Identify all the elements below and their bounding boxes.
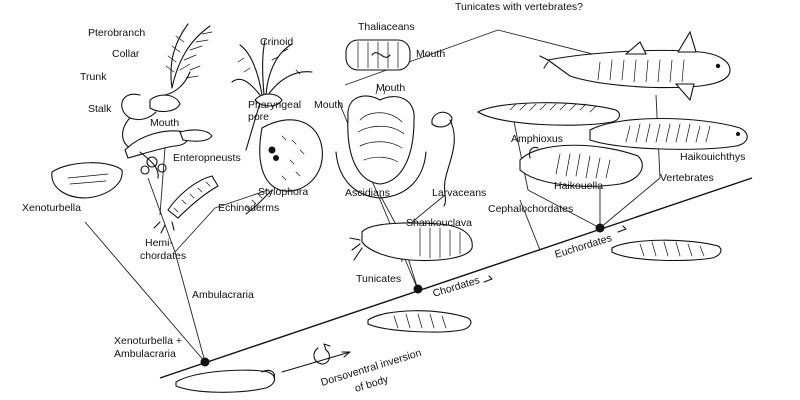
shankouclava-illustration xyxy=(349,222,473,261)
label-xeno-ambulacraria-1: Xenoturbella + xyxy=(114,335,182,347)
label-amphioxus: Amphioxus xyxy=(511,133,563,145)
ascidian-illustration xyxy=(335,85,427,199)
label-ascidians: Ascidians xyxy=(345,187,390,199)
label-shankouclava: Shankouclava xyxy=(406,217,472,229)
vertebrate-illustration xyxy=(539,30,731,102)
label-pharyngeal-pore-1: Pharyngeal xyxy=(248,99,301,111)
chordates-arrow-icon xyxy=(483,275,493,283)
label-tunicates: Tunicates xyxy=(356,273,401,285)
label-ambulacraria: Ambulacraria xyxy=(192,289,254,301)
label-mouth-stylophora: Mouth xyxy=(314,99,343,111)
label-mouth-ascidian: Mouth xyxy=(376,82,405,94)
label-haikouella: Haikouella xyxy=(554,180,603,192)
label-vertebrates: Vertebrates xyxy=(660,172,714,184)
euchordates-arrow-icon xyxy=(617,225,627,233)
label-enteropneusts: Enteropneusts xyxy=(173,152,241,164)
main-axis xyxy=(159,177,753,379)
pterobranch-illustration xyxy=(121,23,213,151)
label-xenoturbella: Xenoturbella xyxy=(22,202,81,214)
haikouella-illustration xyxy=(519,144,643,187)
amphioxus-illustration xyxy=(476,102,621,126)
xenoturbella-illustration xyxy=(51,162,123,199)
echinoderm-illustration xyxy=(153,175,219,234)
label-mouth-thaliaceans: Mouth xyxy=(416,48,445,60)
ancestral-worm-illustration xyxy=(175,369,276,393)
label-collar: Collar xyxy=(112,48,140,60)
inversion-arrow xyxy=(281,351,351,373)
label-stalk: Stalk xyxy=(88,103,112,115)
label-haikouichthys: Haikouichthys xyxy=(680,151,745,163)
stylophora-illustration xyxy=(245,119,323,215)
label-crinoid: Crinoid xyxy=(260,36,293,48)
chordate-fossil-illustration xyxy=(367,310,472,333)
crinoid-illustration xyxy=(231,39,313,151)
node-chordates xyxy=(413,284,423,294)
node-xeno-ambulacraria xyxy=(200,357,210,367)
label-pharyngeal-pore-2: pore xyxy=(248,111,269,123)
node-euchordates xyxy=(595,223,605,233)
larvacean-illustration xyxy=(431,111,455,207)
label-stylophora: Stylophora xyxy=(258,186,308,198)
label-trunk: Trunk xyxy=(80,71,107,83)
label-hemichordates-2: chordates xyxy=(140,250,186,262)
rotation-arrow-icon xyxy=(313,343,331,365)
haikouichthys-illustration xyxy=(589,118,748,150)
thaliacean-illustration xyxy=(345,39,411,71)
euchordate-fossil-illustration xyxy=(611,239,722,262)
inversion-arrowhead xyxy=(341,351,351,358)
label-mouth-pterobranch: Mouth xyxy=(150,117,179,129)
label-thaliaceans: Thaliaceans xyxy=(358,21,415,33)
label-xeno-ambulacraria-2: Ambulacraria xyxy=(114,348,176,360)
label-pterobranch: Pterobranch xyxy=(88,27,145,39)
label-echinoderms: Echinoderms xyxy=(218,202,279,214)
label-larvaceans: Larvaceans xyxy=(432,187,486,199)
enteropneust-illustration xyxy=(124,129,213,179)
label-tunicates-with-vertebrates: Tunicates with vertebrates? xyxy=(455,1,583,13)
label-hemichordates-1: Hemi- xyxy=(145,237,174,249)
label-euchordates: Euchordates xyxy=(553,232,613,261)
label-cephalochordates: Cephalochordates xyxy=(488,203,573,215)
